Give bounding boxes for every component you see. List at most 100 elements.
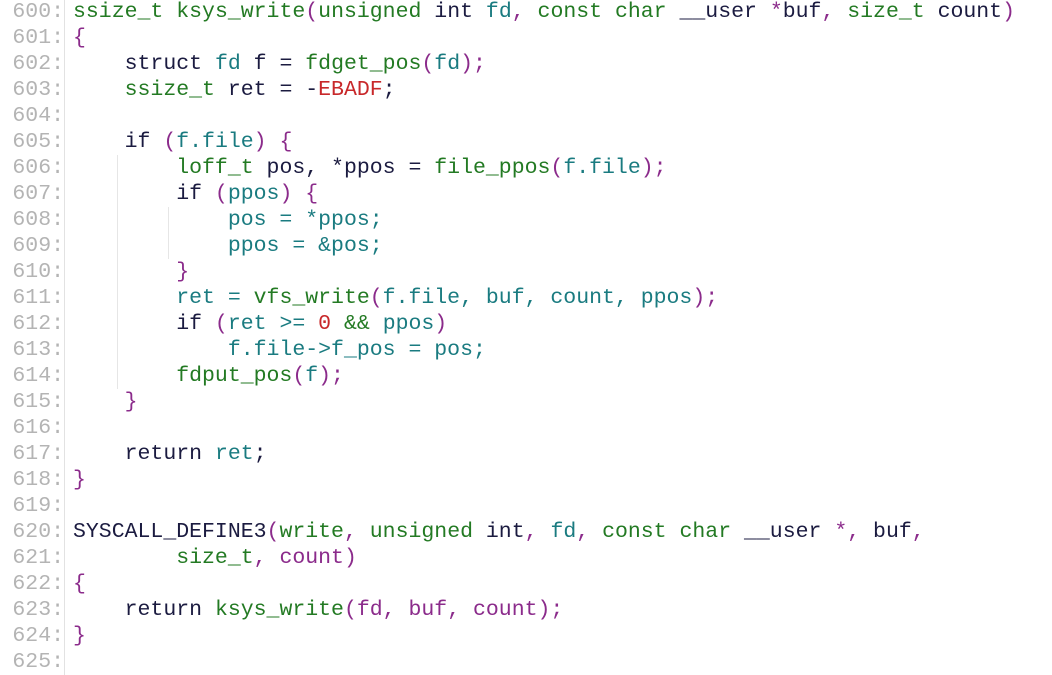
code-token: } — [73, 260, 190, 284]
line-number: 611: — [12, 286, 64, 310]
line-number: 613: — [12, 338, 64, 362]
code-token: * — [769, 0, 783, 24]
code-token: fd — [485, 0, 512, 24]
code-token — [163, 0, 176, 24]
code-token — [473, 520, 486, 544]
code-text: { — [73, 571, 86, 597]
code-token: count — [937, 0, 1003, 24]
indent-guide — [116, 233, 118, 259]
gutter-divider — [64, 623, 65, 649]
code-token: ) { — [253, 130, 293, 154]
gutter-divider — [64, 77, 65, 103]
code-text: size_t, count) — [73, 545, 357, 571]
code-text: if (ret >= 0 && ppos) — [73, 311, 447, 337]
line-number: 612: — [12, 312, 64, 336]
code-token — [421, 0, 434, 24]
code-token: return — [73, 598, 203, 622]
code-text: } — [73, 389, 138, 415]
line-number: 602: — [12, 52, 64, 76]
code-token: f.file — [563, 156, 641, 180]
gutter-divider — [64, 103, 65, 129]
code-token: fdput_pos — [73, 364, 293, 388]
code-token — [602, 0, 615, 24]
gutter-divider — [64, 259, 65, 285]
gutter-divider — [64, 51, 65, 77]
code-token: ; — [382, 78, 396, 102]
line-number: 617: — [12, 442, 64, 466]
code-token: ksys_write — [214, 598, 344, 622]
code-token: , — [576, 520, 603, 544]
code-token: ) — [343, 546, 357, 570]
code-token: ( — [305, 0, 319, 24]
code-token: char — [679, 520, 732, 544]
code-token: buf — [782, 0, 822, 24]
gutter-divider — [64, 389, 65, 415]
code-token: { — [73, 26, 86, 50]
code-token: ; — [253, 442, 267, 466]
code-text: } — [73, 467, 86, 493]
code-token: f — [305, 364, 319, 388]
line-number: 615: — [12, 390, 64, 414]
code-token: } — [73, 624, 86, 648]
code-token: loff_t — [73, 156, 254, 180]
code-token: if — [73, 312, 203, 336]
code-token: vfs_write — [253, 286, 370, 310]
code-token: unsigned — [318, 0, 422, 24]
code-token: return — [73, 442, 203, 466]
code-text: SYSCALL_DEFINE3(write, unsigned int, fd,… — [73, 519, 925, 545]
indent-guide — [168, 233, 170, 259]
code-token: ); — [460, 52, 486, 76]
code-token: const — [537, 0, 603, 24]
gutter-divider — [64, 441, 65, 467]
code-token: pos = *ppos; — [73, 208, 383, 232]
indent-guide — [116, 285, 118, 311]
code-token — [473, 0, 486, 24]
line-number: 603: — [12, 78, 64, 102]
line-number: 614: — [12, 364, 64, 388]
code-token: struct — [73, 52, 203, 76]
code-text: ssize_t ksys_write(unsigned int fd, cons… — [73, 0, 1015, 25]
code-token: { — [73, 572, 86, 596]
code-text: return ret; — [73, 441, 267, 467]
indent-guide — [116, 181, 118, 207]
code-token: ssize_t — [73, 78, 215, 102]
gutter-divider — [64, 207, 65, 233]
indent-guide — [116, 311, 118, 337]
code-token: fdget_pos — [305, 52, 422, 76]
code-token: size_t — [73, 546, 254, 570]
line-number: 609: — [12, 234, 64, 258]
gutter-divider — [64, 467, 65, 493]
line-number: 616: — [12, 416, 64, 440]
indent-guide — [116, 207, 118, 233]
code-token: ksys_write — [176, 0, 306, 24]
line-number: 618: — [12, 468, 64, 492]
code-text: ppos = &pos; — [73, 233, 383, 259]
code-token: ppos — [382, 312, 435, 336]
code-token: ( — [292, 364, 306, 388]
code-token: ret >= — [227, 312, 319, 336]
code-token: f = — [240, 52, 306, 76]
code-token: ); — [640, 156, 667, 180]
code-token: unsigned — [369, 520, 473, 544]
gutter-divider — [64, 649, 65, 675]
line-number: 623: — [12, 598, 64, 622]
code-token — [757, 0, 770, 24]
code-text: if (f.file) { — [73, 129, 293, 155]
code-token: , — [511, 0, 538, 24]
indent-guide — [116, 363, 118, 389]
line-number: 624: — [12, 624, 64, 648]
code-token — [731, 520, 744, 544]
code-token: ( — [266, 520, 280, 544]
code-token: file_ppos — [434, 156, 551, 180]
code-token: ( — [421, 52, 435, 76]
code-token: fd, buf, count — [356, 598, 538, 622]
code-token: ppos — [227, 182, 280, 206]
line-number: 610: — [12, 260, 64, 284]
line-number: 625: — [12, 650, 64, 674]
code-token: char — [614, 0, 667, 24]
code-text: pos = *ppos; — [73, 207, 383, 233]
code-token: ( — [343, 598, 357, 622]
line-number: 600: — [12, 0, 64, 24]
code-token: ); — [537, 598, 564, 622]
code-token: , — [847, 520, 874, 544]
